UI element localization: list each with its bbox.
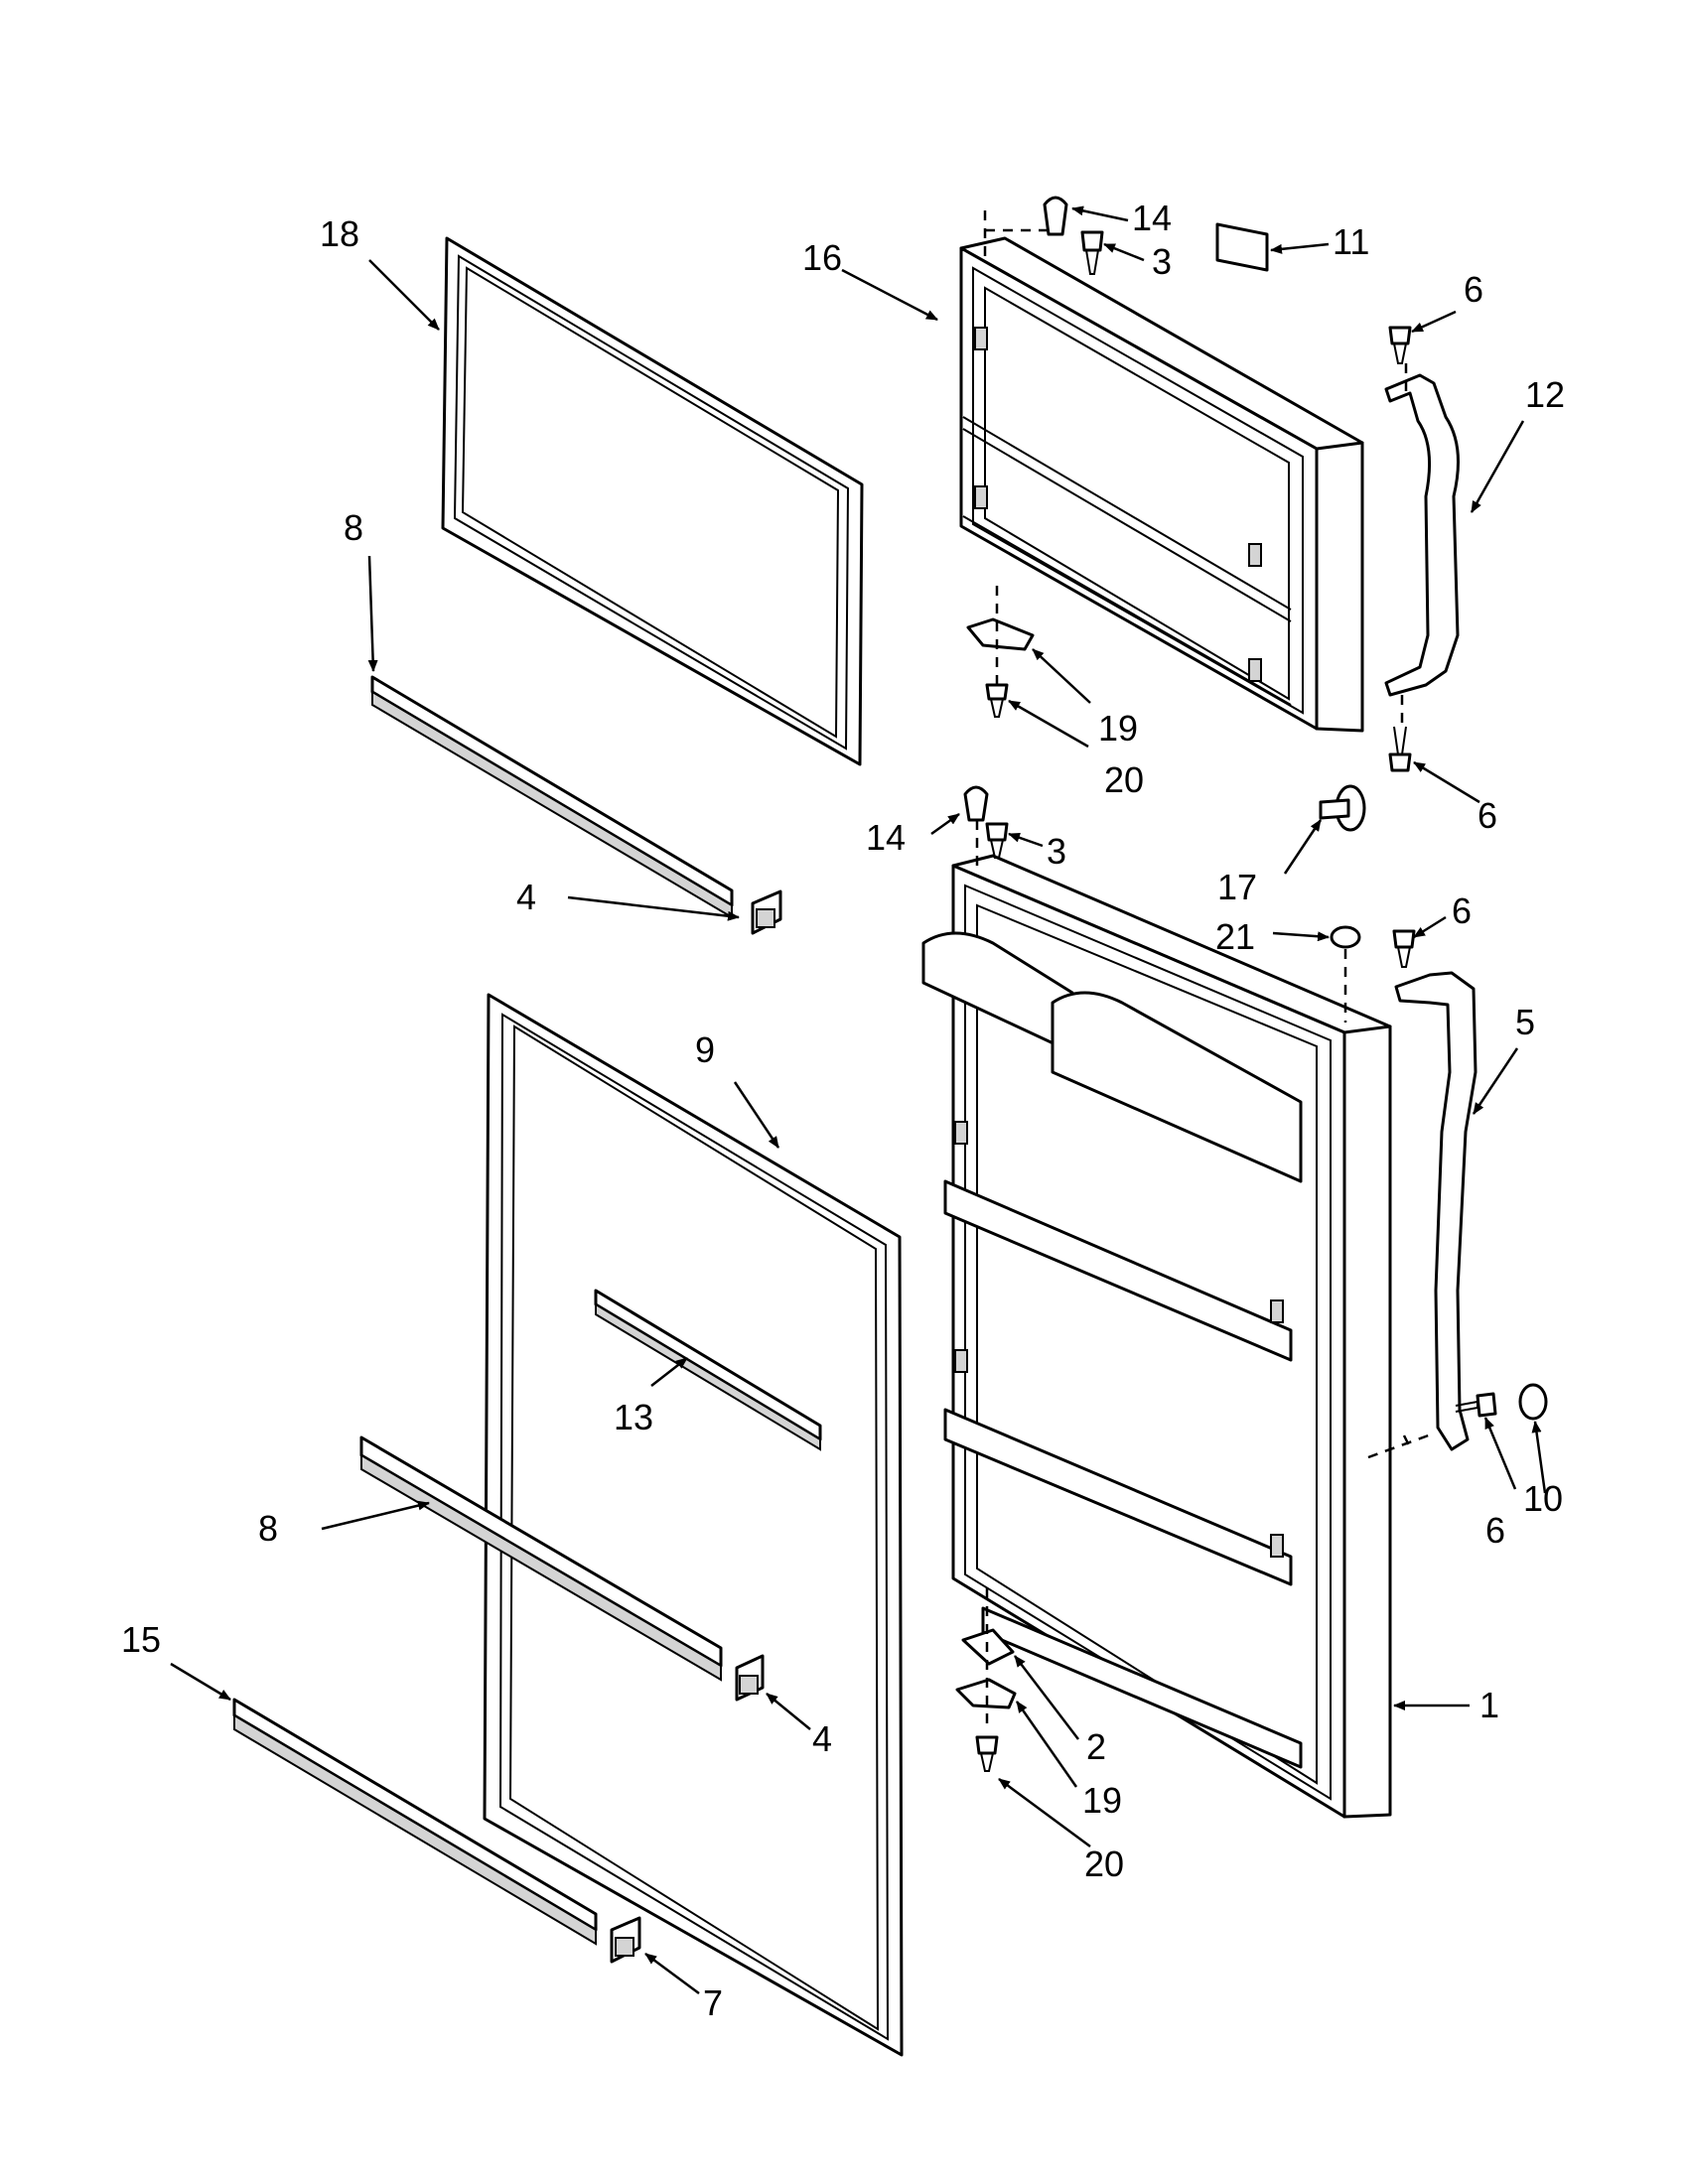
callout-14-upper: 14 bbox=[1132, 198, 1172, 238]
freezer-door-gasket bbox=[441, 236, 864, 766]
freezer-door bbox=[959, 236, 1364, 733]
callout-6-fresh-bottom: 6 bbox=[1485, 1510, 1505, 1551]
callout-labels: 14 3 11 16 6 12 19 20 6 14 3 17 21 6 5 6… bbox=[121, 198, 1565, 2023]
callout-4-lower: 4 bbox=[812, 1718, 832, 1759]
callout-9: 9 bbox=[695, 1029, 715, 1070]
upper-breaker-strip bbox=[370, 675, 734, 919]
callout-6-fresh-top: 6 bbox=[1452, 890, 1472, 931]
fresh-food-door bbox=[921, 854, 1392, 1819]
callout-15: 15 bbox=[121, 1619, 161, 1660]
callout-19-lower: 19 bbox=[1082, 1780, 1122, 1821]
callout-3-lower: 3 bbox=[1047, 831, 1066, 872]
callout-20-upper: 20 bbox=[1104, 759, 1144, 800]
upper-strip-clip bbox=[751, 889, 782, 935]
fresh-food-door-gasket bbox=[483, 993, 904, 2057]
callout-18: 18 bbox=[320, 213, 359, 254]
callout-10: 10 bbox=[1523, 1478, 1563, 1519]
callout-11: 11 bbox=[1333, 221, 1369, 262]
callout-12: 12 bbox=[1525, 374, 1565, 415]
lower-strip-clip bbox=[735, 1654, 765, 1702]
callout-17: 17 bbox=[1217, 867, 1257, 907]
callout-19-upper: 19 bbox=[1098, 708, 1138, 749]
callout-2: 2 bbox=[1086, 1726, 1106, 1767]
callout-1: 1 bbox=[1479, 1685, 1499, 1725]
callout-16: 16 bbox=[802, 237, 842, 278]
lower-breaker-strip bbox=[359, 1435, 723, 1682]
center-strip bbox=[594, 1289, 822, 1451]
hardware-parts bbox=[955, 196, 1548, 1772]
callout-13: 13 bbox=[614, 1397, 653, 1437]
trim-clip bbox=[610, 1916, 641, 1964]
callout-6-freezer-bottom: 6 bbox=[1477, 795, 1497, 836]
callout-6-freezer-top: 6 bbox=[1464, 269, 1483, 310]
callout-14-lower: 14 bbox=[866, 817, 906, 858]
bottom-trim-strip bbox=[232, 1698, 598, 1946]
callout-8-lower: 8 bbox=[258, 1508, 278, 1549]
alignment-lines bbox=[975, 210, 1435, 1729]
freezer-door-handle bbox=[1384, 373, 1460, 697]
callout-20-lower: 20 bbox=[1084, 1843, 1124, 1884]
callout-7: 7 bbox=[703, 1982, 723, 2023]
leader-arrows bbox=[170, 205, 1547, 1995]
fresh-food-door-handle bbox=[1394, 971, 1477, 1451]
callout-21: 21 bbox=[1215, 916, 1255, 957]
callout-4-upper: 4 bbox=[516, 877, 536, 917]
callout-3-upper: 3 bbox=[1152, 241, 1172, 282]
callout-5: 5 bbox=[1515, 1002, 1535, 1042]
callout-8-upper: 8 bbox=[344, 507, 363, 548]
